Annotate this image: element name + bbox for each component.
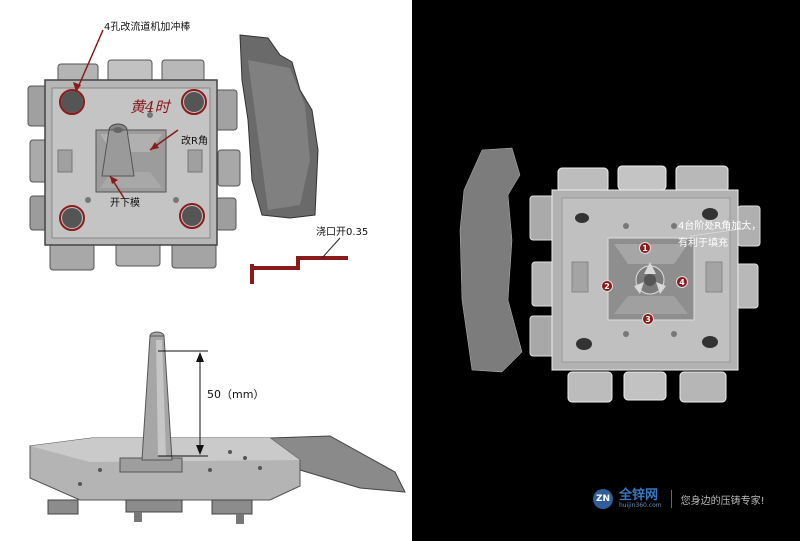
- brand-divider: [670, 490, 672, 508]
- watermark: ZN 全锌网 huijin360.com 您身边的压铸专家!: [593, 489, 765, 509]
- marker-1: 1: [639, 242, 651, 254]
- brand-block: 全锌网 huijin360.com: [619, 489, 662, 509]
- holes-annotation: 4孔改流道机加冲棒: [104, 22, 191, 33]
- brand-url: huijin360.com: [619, 502, 662, 509]
- right-panel: 1 2 3 4 4台阶处R角加大， 有利于填充: [412, 0, 800, 541]
- brand-name: 全锌网: [619, 488, 659, 503]
- step-annotation-line2: 有利于填充: [678, 238, 728, 249]
- bottom-casting-photo: [29, 331, 406, 524]
- step-annotation-line1: 4台阶处R角加大，: [678, 221, 762, 232]
- gate-annotation: 浇口开0.35: [316, 227, 369, 238]
- left-panel: 黄4时: [27, 22, 406, 524]
- right-casting-photo: [459, 147, 761, 403]
- left-photos: 黄4时: [27, 29, 406, 524]
- marker-4: 4: [676, 276, 688, 288]
- marker-2: 2: [601, 280, 613, 292]
- brand-slogan: 您身边的压铸专家!: [680, 495, 765, 507]
- r-corner-annotation: 改R角: [181, 136, 208, 147]
- open-lower-mold-annotation: 开下模: [110, 198, 140, 209]
- handwritten-mark: 黄4时: [130, 98, 172, 116]
- zn-logo-icon: ZN: [593, 489, 613, 509]
- top-casting-photo: 黄4时: [27, 29, 348, 284]
- marker-3: 3: [642, 313, 654, 325]
- dimension-annotation: 50（mm）: [207, 388, 265, 401]
